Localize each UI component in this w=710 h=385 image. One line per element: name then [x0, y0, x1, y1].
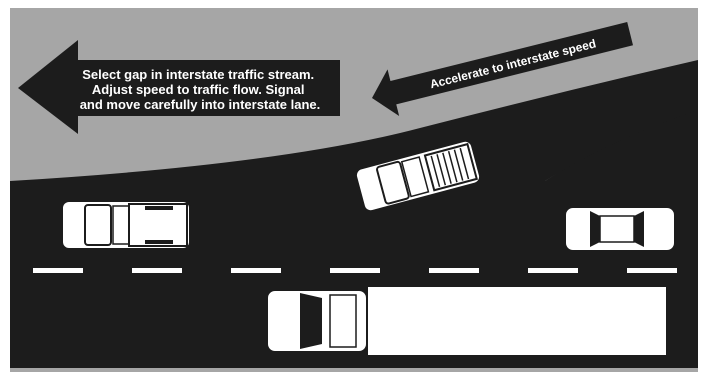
lane-dash	[528, 268, 578, 273]
merge-instruction-line: Select gap in interstate traffic stream.	[82, 67, 314, 82]
trailer	[367, 286, 667, 356]
truck-bed	[129, 204, 187, 246]
sedan-car	[565, 207, 675, 251]
semi-truck	[267, 284, 667, 358]
lane-dash	[33, 268, 83, 273]
lane-dash	[330, 268, 380, 273]
cab-roof	[113, 206, 129, 244]
lane-dash	[132, 268, 182, 273]
bed-bar	[145, 240, 173, 244]
lane-dash	[627, 268, 677, 273]
bed-bar	[145, 206, 173, 210]
car-roof	[600, 216, 634, 242]
windshield	[590, 211, 600, 247]
merge-instructions: Select gap in interstate traffic stream.…	[80, 67, 321, 112]
sleeper-cab	[330, 295, 356, 347]
rear-window	[634, 211, 644, 247]
lane-dash	[429, 268, 479, 273]
windshield	[300, 293, 322, 349]
mirror	[320, 284, 334, 290]
mirror	[320, 352, 334, 358]
merge-instruction-line: and move carefully into interstate lane.	[80, 97, 321, 112]
lane-dash	[231, 268, 281, 273]
merge-instruction-line: Adjust speed to traffic flow. Signal	[92, 82, 305, 97]
pickup-truck-lane	[62, 201, 190, 249]
